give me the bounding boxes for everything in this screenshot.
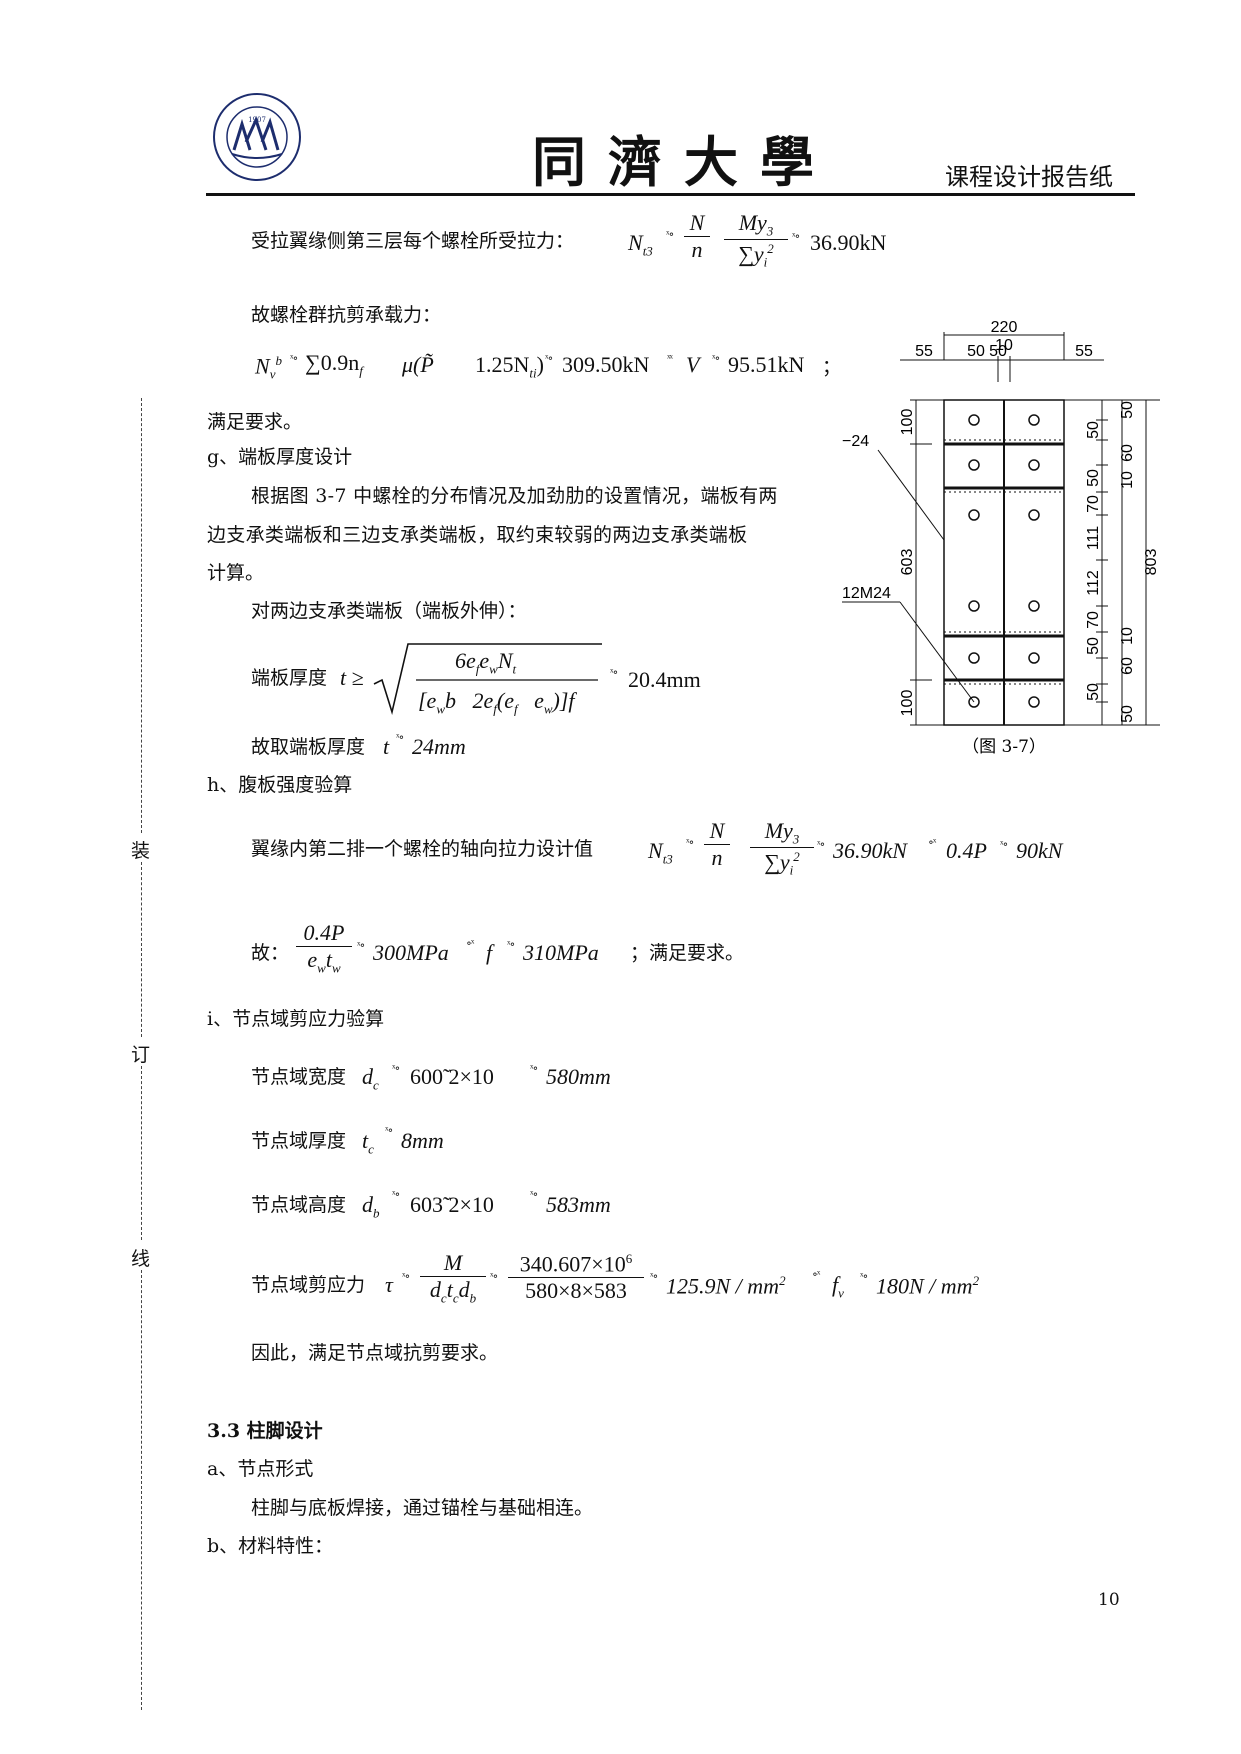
dim-right-112: 112 — [1085, 570, 1102, 596]
section-3-3-heading: 3.3 柱脚设计 — [207, 1420, 323, 1442]
panel-shear-label: 节点域剪应力 — [251, 1274, 366, 1296]
dim-right-50a: 50 — [1085, 421, 1102, 439]
panel-thickness-label: 节点域厚度 — [251, 1130, 347, 1152]
dim-right-111: 111 — [1085, 526, 1102, 550]
dim-220: 220 — [991, 319, 1018, 336]
formula-sum: ∑0.9nf — [305, 350, 363, 379]
dim-right-10a: 10 — [1119, 471, 1136, 489]
formula-v: V — [686, 352, 700, 377]
tension-result: 36.90kN — [810, 230, 887, 255]
formula-1-25nt: 1.25Nti) — [475, 352, 544, 381]
panel-width-result: 580mm — [546, 1064, 611, 1089]
panel-height-label: 节点域高度 — [251, 1194, 347, 1216]
bolt-limit-value: 90kN — [1016, 838, 1063, 863]
bolt-tension-result: 36.90kN — [833, 838, 907, 863]
section-a-heading: a、节点形式 — [207, 1458, 314, 1480]
dim-right-60a: 60 — [1119, 444, 1136, 462]
svg-text:1907: 1907 — [248, 116, 266, 124]
dim-left-100b: 100 — [899, 690, 916, 717]
binding-mark-ding: 订 — [131, 1044, 151, 1066]
plate-thickness-value: 24mm — [412, 734, 466, 759]
plate-thickness-result: 20.4mm — [628, 667, 701, 692]
binding-mark-zhuang: 装 — [131, 840, 151, 862]
shear-force-result: 95.51kN — [728, 352, 805, 377]
dim-right-50f: 50 — [1119, 705, 1136, 723]
dim-right-70a: 70 — [1085, 495, 1102, 513]
panel-conclusion: 因此，满足节点域抗剪要求。 — [251, 1342, 499, 1364]
sqrt-sign — [373, 643, 602, 716]
panel-width-label: 节点域宽度 — [251, 1066, 347, 1088]
bolt-spec-label: 12M24 — [842, 585, 891, 602]
sqrt-denominator: [ewb 2ef(ef ew)]f — [418, 688, 575, 717]
dim-50b: 50 — [989, 343, 1007, 360]
paragraph-line: 柱脚与底板焊接，通过锚栓与基础相连。 — [251, 1497, 594, 1519]
plate-thickness-label: 端板厚度 — [251, 667, 328, 689]
university-name: 同濟大學 — [532, 130, 836, 194]
dim-right-50c: 50 — [1085, 469, 1102, 487]
plate-thickness-take: 故取端板厚度 — [251, 736, 366, 758]
binding-line — [141, 1270, 142, 1710]
binding-line — [141, 398, 142, 833]
panel-shear-strength: 180N / mm2 — [876, 1273, 980, 1299]
paragraph-line: 对两边支承类端板（端板外伸）： — [251, 600, 527, 622]
web-strength: 310MPa — [523, 940, 599, 965]
section-h-heading: h、腹板强度验算 — [207, 774, 353, 796]
dim-right-60b: 60 — [1119, 657, 1136, 675]
formula-mu: μ(P̃ — [402, 352, 434, 377]
requirement-met: 满足要求。 — [207, 411, 303, 433]
bolt-limit: 0.4P — [946, 838, 987, 863]
paragraph-line: 根据图 3-7 中螺栓的分布情况及加劲肋的设置情况，端板有两 — [251, 485, 778, 507]
shear-capacity-label: 故螺栓群抗剪承载力： — [251, 304, 442, 326]
dim-right-70b: 70 — [1085, 611, 1102, 629]
dim-50a: 50 — [967, 343, 985, 360]
dim-55a: 55 — [915, 343, 933, 360]
formula-nt3: Nt3 — [628, 230, 653, 259]
figure-caption: （图 3-7） — [962, 737, 1046, 757]
dim-right-10b: 10 — [1119, 627, 1136, 645]
dim-right-50d: 50 — [1085, 637, 1102, 655]
dim-right-803: 803 — [1143, 549, 1160, 576]
shear-capacity-result: 309.50kN — [562, 352, 650, 377]
bolt-tension-label: 翼缘内第二排一个螺栓的轴向拉力设计值 — [251, 838, 594, 860]
dim-10: 10 — [995, 337, 1013, 354]
tension-label: 受拉翼缘侧第三层每个螺栓所受拉力： — [251, 230, 575, 252]
plate-thickness-label: −24 — [842, 433, 869, 450]
sqrt-numerator: 6efewNt — [455, 648, 517, 677]
section-i-heading: i、节点域剪应力验算 — [207, 1008, 385, 1030]
binding-mark-xian: 线 — [131, 1248, 151, 1270]
web-stress-result: 300MPa — [373, 940, 449, 965]
dim-right-50e: 50 — [1085, 683, 1102, 701]
section-g-heading: g、端板厚度设计 — [207, 446, 353, 468]
binding-line — [141, 1066, 142, 1240]
university-logo: 1907 — [212, 92, 302, 182]
fraction-my-over-sum: My3∑yi2 — [724, 211, 788, 269]
formula-nvb: Nvb — [255, 353, 282, 382]
header-rule — [206, 193, 1135, 196]
page-number: 10 — [1098, 1590, 1120, 1610]
binding-line — [141, 862, 142, 1037]
end-plate-figure: 220 10 55 50 50 55 100 603 100 −24 12M — [842, 319, 1160, 757]
dim-right-50b: 50 — [1119, 401, 1136, 419]
section-b-heading: b、材料特性： — [207, 1535, 334, 1557]
dim-left-100a: 100 — [899, 409, 916, 436]
panel-thickness-result: 8mm — [401, 1128, 444, 1153]
report-title: 课程设计报告纸 — [945, 163, 1113, 191]
panel-shear-result: 125.9N / mm2 — [666, 1273, 786, 1299]
dim-left-603: 603 — [899, 549, 916, 576]
panel-height-result: 583mm — [546, 1192, 611, 1217]
dim-55b: 55 — [1075, 343, 1093, 360]
paragraph-line: 边支承类端板和三边支承类端板，取约束较弱的两边支承类端板 — [207, 524, 748, 546]
paragraph-line: 计算。 — [207, 562, 265, 584]
